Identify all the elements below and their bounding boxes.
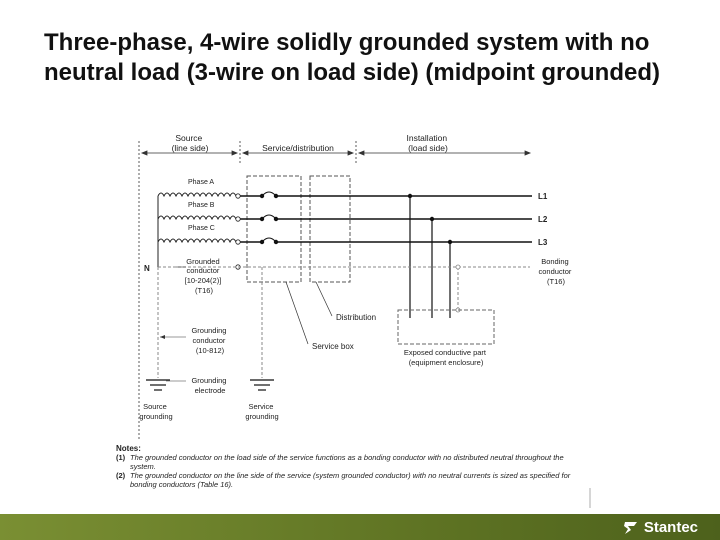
grounded-line2: conductor — [186, 266, 219, 275]
slide-title: Three-phase, 4-wire solidly grounded sys… — [44, 29, 660, 86]
note-number: (1) — [116, 453, 126, 462]
connection-dots — [259, 193, 453, 245]
distribution-box — [309, 175, 351, 283]
grounding-cond-line3: (10-812) — [196, 346, 225, 355]
service-grounding-line2: grounding — [245, 412, 278, 421]
bonding-conductor-label: Bonding conductor (T16) — [538, 257, 573, 286]
neutral-label: N — [144, 264, 150, 273]
section-markers — [138, 141, 532, 440]
electrode-line2: electrode — [195, 386, 226, 395]
grounding-electrode-label: Grounding electrode — [191, 376, 228, 395]
equipment-enclosure — [397, 309, 495, 345]
grounded-conductor-label: Grounded conductor [10-204(2)] (T16) — [185, 257, 224, 295]
electrode-line1: Grounding — [191, 376, 226, 385]
service-section-label: Service/distribution — [262, 143, 334, 153]
source-grounding-line2: grounding — [139, 412, 172, 421]
notes-heading: Notes: — [116, 444, 141, 453]
source-label-line2: (line side) — [172, 143, 209, 153]
phase-windings — [157, 192, 237, 267]
bonding-line1: Bonding — [541, 257, 569, 266]
phase-c-label: Phase C — [188, 225, 215, 232]
source-label-line1: Source — [175, 133, 202, 143]
note-item: (1) The grounded conductor on the load s… — [116, 453, 586, 471]
grounded-line3: [10-204(2)] — [185, 276, 222, 285]
installation-section-label: Installation (load side) — [406, 133, 449, 153]
phase-a-label: Phase A — [188, 179, 214, 186]
distribution-leader — [315, 281, 333, 317]
bonding-junction — [455, 264, 461, 270]
stantec-logo-icon — [623, 521, 637, 534]
grounding-cond-line1: Grounding — [191, 326, 226, 335]
installation-label-line2: (load side) — [408, 143, 448, 153]
source-grounding-label: Source grounding — [139, 402, 172, 421]
grounding-cond-line2: conductor — [192, 336, 225, 345]
exposed-line2: (equipment enclosure) — [409, 358, 484, 367]
phase-b-label: Phase B — [188, 202, 215, 209]
installation-label-line1: Installation — [406, 133, 447, 143]
service-grounding-line1: Service — [248, 402, 273, 411]
note-text: The grounded conductor on the line side … — [130, 471, 571, 489]
source-grounding-line1: Source — [143, 402, 167, 411]
line-l1-label: L1 — [538, 192, 548, 201]
service-grounding-label: Service grounding — [245, 402, 278, 421]
exposed-part-label: Exposed conductive part (equipment enclo… — [404, 348, 488, 367]
service-box — [246, 175, 302, 283]
bonding-line3: (T16) — [547, 277, 565, 286]
service-box-label: Service box — [312, 342, 354, 351]
note-text: The grounded conductor on the load side … — [130, 453, 564, 471]
phase-conductors — [236, 195, 532, 243]
service-switches — [261, 191, 277, 243]
line-l2-label: L2 — [538, 215, 548, 224]
terminal-circles — [235, 193, 241, 270]
ground-symbol-source — [146, 379, 170, 391]
load-taps — [409, 196, 451, 318]
grounded-line4: (T16) — [195, 286, 213, 295]
line-l3-label: L3 — [538, 238, 548, 247]
stantec-logo: Stantec — [622, 519, 698, 536]
grounded-line1: Grounded — [186, 257, 219, 266]
distribution-label: Distribution — [336, 313, 376, 322]
grounding-conductor-label: Grounding conductor (10-812) — [191, 326, 228, 355]
service-box-leader — [285, 281, 309, 345]
grounding-cond-arrow — [160, 335, 165, 339]
notes-block: Notes: (1) The grounded conductor on the… — [116, 444, 586, 489]
stantec-logo-text: Stantec — [643, 519, 698, 536]
grounded-conductor — [157, 266, 530, 378]
note-item: (2) The grounded conductor on the line s… — [116, 471, 586, 489]
source-section-label: Source (line side) — [172, 133, 209, 153]
ground-symbol-service — [250, 379, 274, 391]
footer-bar: Stantec — [0, 514, 720, 540]
note-number: (2) — [116, 471, 126, 480]
bonding-line2: conductor — [538, 267, 571, 276]
exposed-line1: Exposed conductive part — [404, 348, 487, 357]
